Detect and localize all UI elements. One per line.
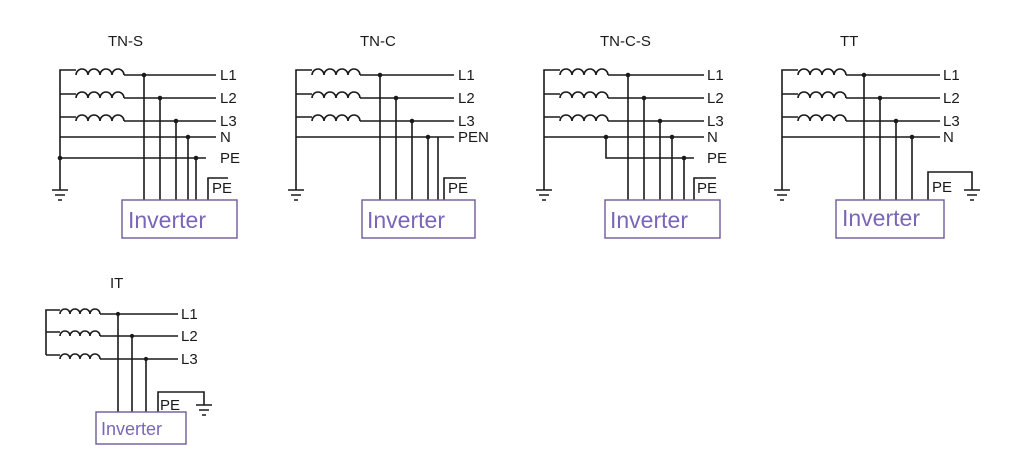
transformer-coil — [75, 68, 125, 122]
inverter-box — [835, 199, 945, 239]
inverter-box — [121, 199, 238, 239]
line-label: L3 — [707, 113, 724, 130]
diagram-title: IT — [110, 275, 123, 292]
phase-wires — [46, 313, 178, 360]
line-label: L2 — [707, 90, 724, 107]
ground-symbol — [52, 69, 216, 201]
pe-label: PE — [212, 180, 232, 197]
line-label: L2 — [220, 90, 237, 107]
phase-wires — [360, 74, 454, 122]
inverter-label: Inverter — [128, 207, 206, 233]
line-label: L1 — [181, 306, 198, 323]
drop-wires — [379, 75, 439, 200]
drop-wires — [627, 75, 685, 200]
inverter-box — [604, 199, 721, 239]
pe-wire — [693, 177, 716, 200]
inverter-label: Inverter — [842, 205, 920, 231]
line-label: PE — [707, 150, 727, 167]
diagram-tn-s: TN-S L1 L2 L3 N PE PE Inverter — [52, 33, 240, 239]
pe-local-earth — [157, 391, 212, 416]
transformer-coil — [797, 68, 847, 122]
pe-label: PE — [448, 180, 468, 197]
line-label: N — [707, 129, 718, 146]
line-label: L1 — [943, 67, 960, 84]
line-label: L2 — [943, 90, 960, 107]
diagram-title: TN-S — [108, 33, 143, 50]
pe-local-earth — [927, 171, 980, 201]
line-label: PE — [220, 150, 240, 167]
ground-symbol — [288, 69, 454, 201]
inverter-box — [95, 411, 187, 445]
pe-wire — [207, 177, 228, 200]
inverter-label: Inverter — [610, 207, 688, 233]
line-label: N — [220, 129, 231, 146]
phase-wires — [605, 74, 704, 159]
diagram-title: TN-C — [360, 33, 396, 50]
transformer-coil — [59, 308, 101, 360]
diagram-tt: TT L1 L2 L3 N PE Inverter — [774, 33, 980, 239]
pe-label: PE — [697, 180, 717, 197]
coil-bus — [45, 309, 60, 355]
drop-wires — [143, 75, 197, 200]
diagram-tn-c-s: TN-C-S L1 L2 L3 N PE PE Inverter — [536, 33, 727, 239]
line-label: L1 — [458, 67, 475, 84]
phase-wires — [60, 74, 216, 159]
diagram-title: TN-C-S — [600, 33, 651, 50]
line-label: L1 — [707, 67, 724, 84]
line-label: L3 — [220, 113, 237, 130]
pe-wire — [443, 177, 466, 200]
line-label: L2 — [458, 90, 475, 107]
diagram-title: TT — [840, 33, 858, 50]
drop-wires — [117, 314, 147, 412]
ground-symbol — [536, 69, 704, 201]
ground-symbol — [774, 69, 940, 201]
pe-label: PE — [160, 397, 180, 414]
line-label: L3 — [458, 113, 475, 130]
phase-wires — [846, 74, 940, 122]
transformer-coil — [311, 68, 361, 122]
line-label: L3 — [181, 351, 198, 368]
inverter-label: Inverter — [367, 207, 445, 233]
inverter-box — [361, 199, 476, 239]
diagram-it: IT L1 L2 L3 PE Inverter — [45, 275, 212, 445]
line-label: L3 — [943, 113, 960, 130]
line-label: L1 — [220, 67, 237, 84]
pe-label: PE — [932, 179, 952, 196]
line-label: L2 — [181, 328, 198, 345]
drop-wires — [863, 75, 913, 200]
diagram-tn-c: TN-C L1 L2 L3 PEN PE Inverter — [288, 33, 489, 239]
line-label: N — [943, 129, 954, 146]
line-label: PEN — [458, 129, 489, 146]
transformer-coil — [559, 68, 609, 122]
inverter-label: Inverter — [101, 419, 162, 439]
